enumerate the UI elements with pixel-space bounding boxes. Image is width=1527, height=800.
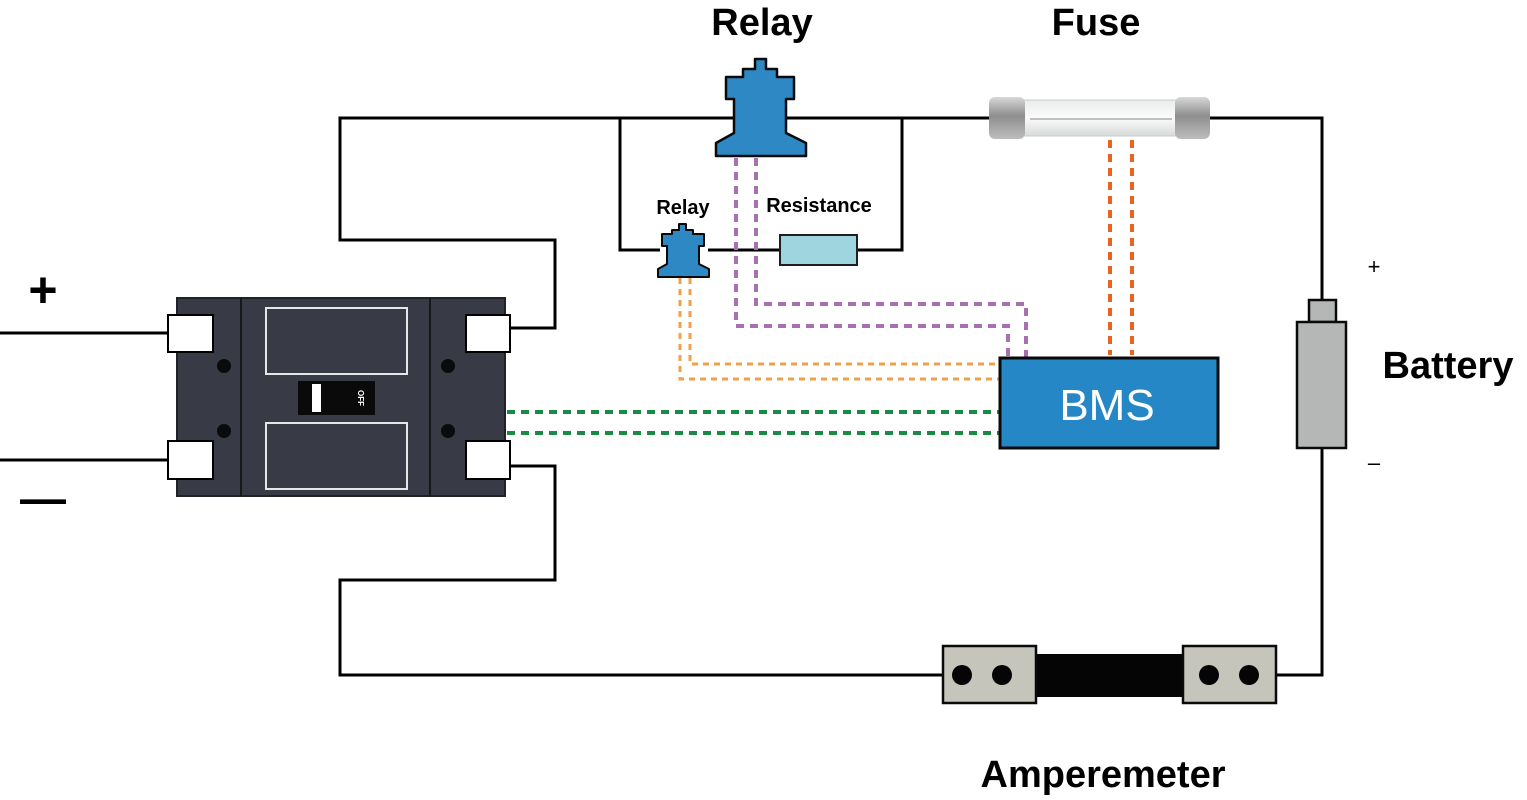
wire-resistor-return	[857, 118, 904, 252]
bms-label: BMS	[1059, 381, 1154, 430]
relay-small-label: Relay	[656, 197, 710, 219]
signal-lines	[507, 140, 1134, 435]
signal-relay-bms-inner	[754, 158, 1028, 358]
resistor-icon	[779, 234, 858, 266]
fuse-label: Fuse	[1052, 2, 1141, 44]
input-plus-label: +	[28, 262, 57, 318]
breaker-window-top	[265, 307, 408, 375]
wires	[0, 116, 1324, 677]
breaker-terminal-input-plus[interactable]	[167, 314, 214, 353]
wire-battery-shunt	[1276, 448, 1324, 677]
battery-minus-label: –	[1368, 450, 1381, 475]
signal-relay-small-bms-2	[678, 278, 1000, 381]
input-minus-label: —	[20, 472, 66, 524]
wire-shunt-breaker	[338, 464, 943, 677]
battery-plus-label: +	[1368, 254, 1381, 279]
wire-breaker-top	[338, 116, 620, 330]
wire-fuse-battery	[1208, 116, 1324, 300]
breaker-terminal-input-minus[interactable]	[167, 440, 214, 480]
battery-label: Battery	[1383, 345, 1514, 387]
relay-main-label: Relay	[711, 2, 812, 44]
amperemeter-label: Amperemeter	[981, 754, 1226, 796]
bms-box	[998, 356, 1220, 450]
breaker-window-bottom	[265, 422, 408, 490]
fuse-icon	[989, 97, 1210, 139]
signal-relay-bms-outer	[734, 158, 1010, 358]
resistance-label: Resistance	[766, 195, 872, 217]
relay-small-icon	[657, 223, 710, 278]
circuit-breaker-icon: OFF	[167, 297, 511, 497]
breaker-switch-lever[interactable]	[312, 384, 321, 412]
wire-relay-loop	[618, 118, 660, 252]
battery-icon	[1295, 298, 1348, 450]
relay-main-icon	[714, 57, 808, 158]
breaker-terminal-output-top[interactable]	[465, 314, 511, 353]
bms-module: BMS	[998, 356, 1220, 450]
breaker-switch[interactable]	[298, 381, 375, 415]
breaker-terminal-output-bottom[interactable]	[465, 440, 511, 480]
shunt-terminal-right	[1181, 644, 1278, 705]
shunt-amperemeter-icon	[941, 644, 1278, 705]
breaker-off-label: OFF	[356, 390, 365, 406]
